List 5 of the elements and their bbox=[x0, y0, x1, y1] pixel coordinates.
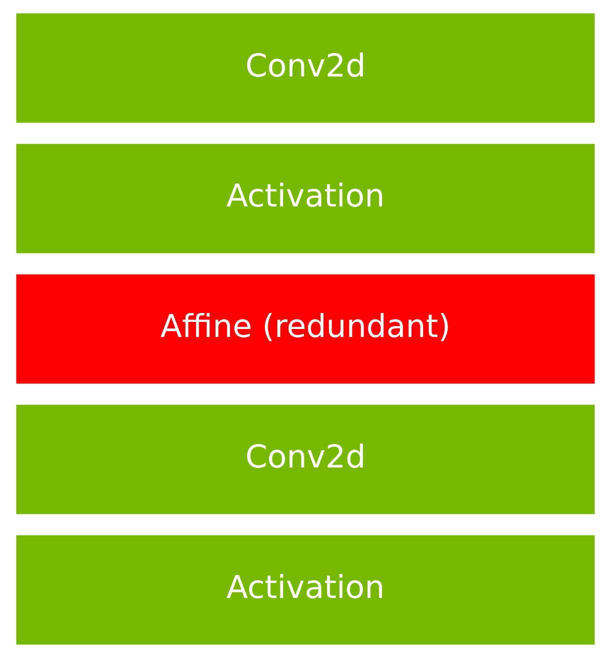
node-box: Activation bbox=[16, 535, 595, 645]
node-box: Affine (redundant) bbox=[16, 274, 595, 384]
node-box: Activation bbox=[16, 144, 595, 254]
node-box: Conv2d bbox=[16, 13, 595, 123]
node-box: Conv2d bbox=[16, 404, 595, 514]
